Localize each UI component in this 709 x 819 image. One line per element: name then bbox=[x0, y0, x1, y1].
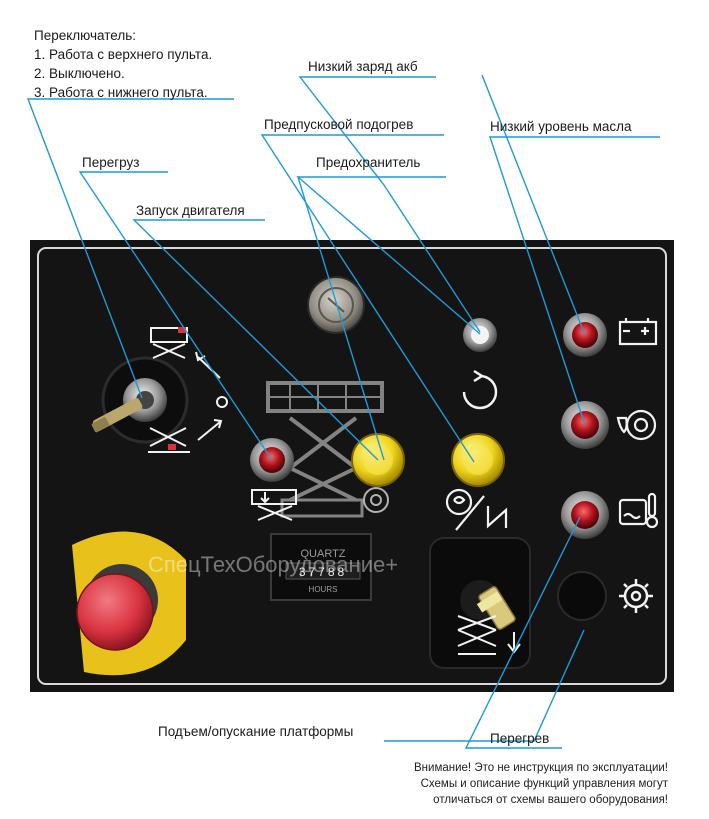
hour-meter: QUARTZ 37788 HOURS bbox=[270, 533, 372, 601]
warning-line-2: Схемы и описание функций управления могу… bbox=[420, 778, 668, 790]
hour-meter-value: 37788 bbox=[299, 565, 347, 579]
switch-mode-1: 1. Работа с верхнего пульта. bbox=[34, 47, 213, 62]
overload-icon bbox=[251, 489, 297, 521]
switch-title: Переключатель: bbox=[34, 28, 136, 43]
fuse-cap bbox=[307, 276, 365, 334]
gear-icon bbox=[619, 579, 653, 613]
low-battery-label: Низкий заряд акб bbox=[308, 59, 418, 74]
warning-line-3: отличаться от схемы вашего оборудования! bbox=[433, 794, 668, 806]
preheat-label: Предпусковой подогрев bbox=[264, 117, 414, 132]
mode-key-switch[interactable] bbox=[91, 356, 189, 444]
switch-upper-console-icon bbox=[150, 327, 188, 359]
switch-mode-3: 3. Работа с нижнего пульта. bbox=[34, 85, 208, 100]
leader-lines bbox=[26, 74, 660, 749]
warning-line-1: Внимание! Это не инструкция по эксплуата… bbox=[414, 762, 668, 774]
fuse-label: Предохранитель bbox=[316, 155, 421, 170]
engine-start-label: Запуск двигателя bbox=[136, 203, 245, 218]
warning-note: Внимание! Это не инструкция по эксплуата… bbox=[368, 760, 668, 808]
hour-meter-unit: HOURS bbox=[309, 585, 338, 594]
engine-temperature-icon bbox=[618, 492, 659, 529]
overheat-indicator bbox=[561, 491, 609, 539]
low-oil-label: Низкий уровень масла bbox=[490, 119, 632, 134]
blank-plug bbox=[557, 571, 607, 621]
battery-icon bbox=[618, 318, 658, 346]
switch-description: Переключатель: 1. Работа с верхнего пуль… bbox=[34, 26, 212, 102]
overload-label: Перегруз bbox=[82, 155, 140, 170]
hour-meter-brand: QUARTZ bbox=[300, 548, 345, 560]
engine-icon bbox=[363, 487, 389, 513]
oil-engine-icon bbox=[616, 409, 657, 441]
preheat-glow-plug-icon bbox=[445, 488, 508, 531]
preheat-button[interactable] bbox=[451, 433, 505, 487]
platform-lift-label: Подъем/опускание платформы bbox=[158, 724, 354, 739]
switch-position-arrows bbox=[195, 351, 228, 441]
engine-start-symbol-icon bbox=[462, 369, 498, 410]
platform-lift-toggle[interactable] bbox=[429, 537, 531, 669]
emergency-stop-button[interactable] bbox=[72, 531, 186, 676]
switch-mode-2: 2. Выключено. bbox=[34, 66, 125, 81]
switch-lower-console-icon bbox=[148, 427, 190, 453]
watermark: СпецТехОборудование+ bbox=[148, 552, 398, 577]
overheat-label: Перегрев bbox=[490, 731, 550, 746]
panel-border bbox=[37, 247, 667, 685]
scissor-lift-graphic bbox=[266, 381, 384, 518]
